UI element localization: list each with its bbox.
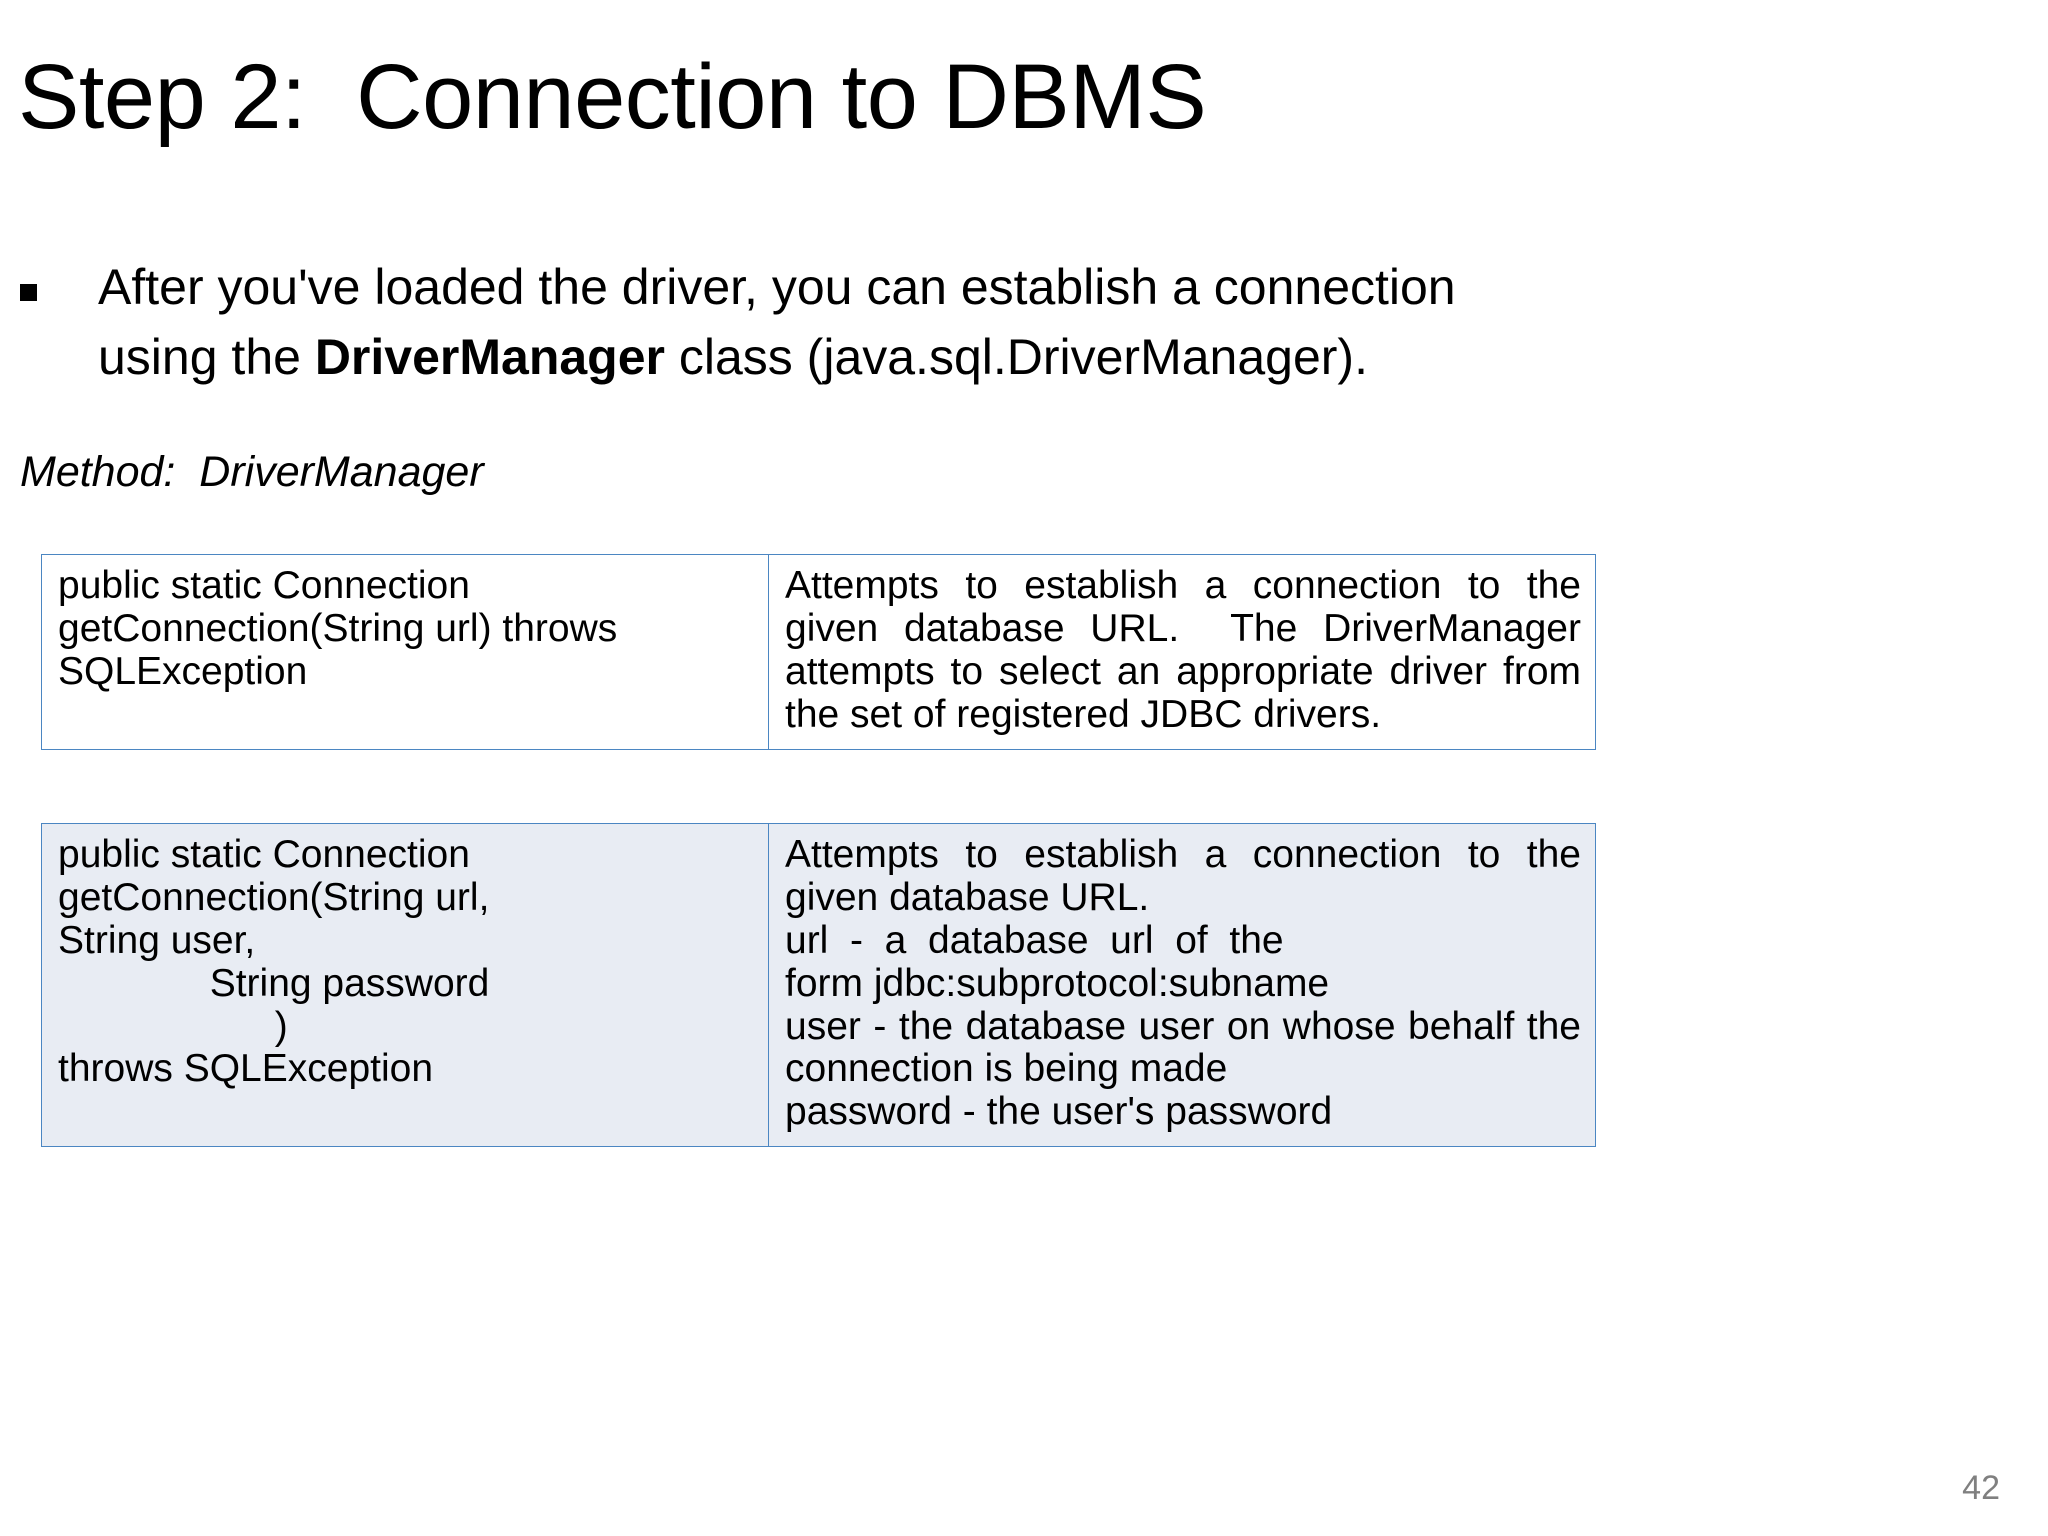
bullet-item: After you've loaded the driver, you can …: [20, 252, 1920, 392]
bullet-line-2-bold: DriverManager: [314, 329, 665, 385]
bullet-text: After you've loaded the driver, you can …: [46, 252, 1920, 392]
method-description-cell: Attempts to establish a connection to th…: [768, 822, 1596, 1148]
bullet-line-2-prefix: using the: [98, 329, 315, 385]
method-table-getconnection-url-user-password: public static Connection getConnection(S…: [41, 822, 1596, 1148]
square-bullet-icon: [20, 270, 46, 308]
page-number: 42: [1962, 1469, 2000, 1507]
bullet-line-1: After you've loaded the driver, you can …: [98, 259, 1456, 315]
method-signature-cell: public static Connection getConnection(S…: [41, 554, 769, 750]
table-row: public static Connection getConnection(S…: [41, 554, 1596, 750]
method-signature-cell: public static Connection getConnection(S…: [41, 822, 769, 1148]
page-title: Step 2: Connection to DBMS: [18, 46, 1207, 148]
method-caption: Method: DriverManager: [20, 448, 484, 496]
method-table-getconnection-url: public static Connection getConnection(S…: [41, 554, 1596, 750]
method-description-cell: Attempts to establish a connection to th…: [768, 554, 1596, 750]
bullet-line-2-suffix: class (java.sql.DriverManager).: [664, 329, 1368, 385]
table-row: public static Connection getConnection(S…: [41, 822, 1596, 1148]
